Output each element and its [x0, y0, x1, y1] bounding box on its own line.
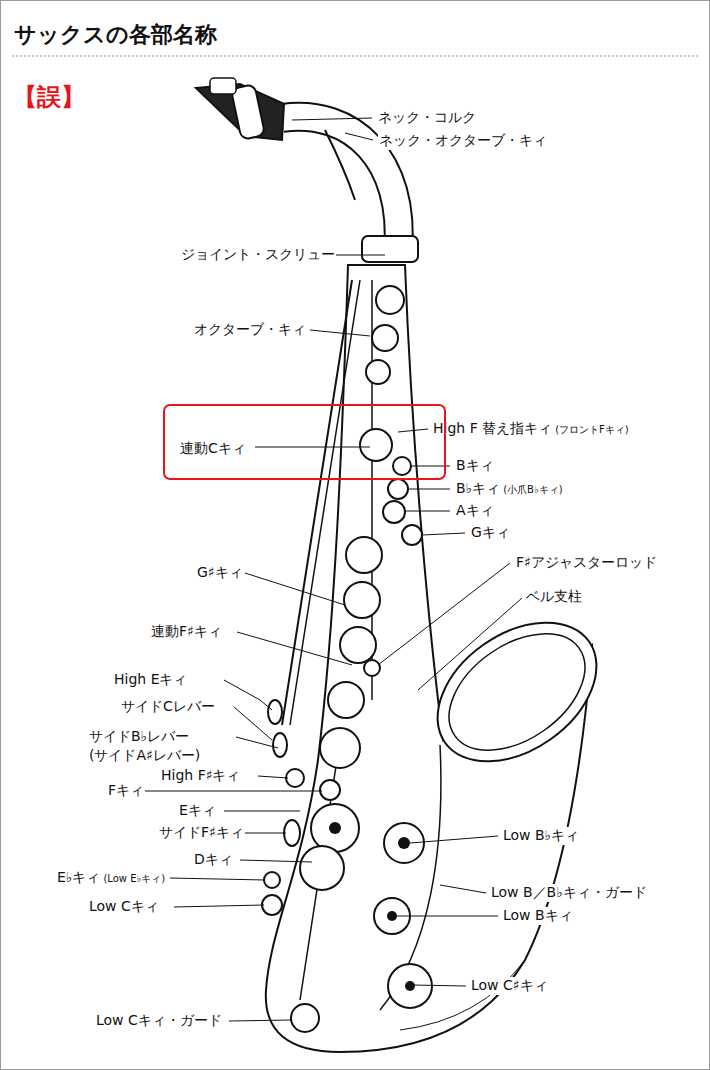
part-label: サイドB♭レバー: [88, 728, 190, 746]
part-label: サイドF♯キィ: [158, 824, 245, 842]
part-label: Fキィ: [107, 782, 145, 800]
part-label: Eキィ: [178, 802, 217, 820]
highlight-box: 連動Cキィ: [163, 404, 446, 480]
status-mark: 【誤】: [12, 82, 86, 112]
part-label: Low B／B♭キィ・ガード: [490, 884, 648, 902]
part-label: 連動F♯キィ: [150, 623, 223, 641]
part-label: Gキィ: [470, 524, 511, 542]
part-label: Bキィ: [455, 457, 495, 475]
part-label: 連動Cキィ: [179, 440, 247, 458]
part-label: G♯キィ: [196, 564, 244, 582]
part-label: High F 替え指キィ: [432, 420, 553, 438]
part-label: (Low E♭キィ): [102, 873, 166, 886]
part-label: ネック・コルク: [377, 109, 477, 127]
part-label: ジョイント・スクリュー: [180, 246, 336, 264]
part-label: オクターブ・キィ: [193, 321, 307, 339]
part-label: Aキィ: [455, 502, 495, 520]
part-label: High Eキィ: [113, 671, 188, 689]
part-label: High F♯キィ: [160, 767, 241, 785]
part-label: Low Cキィ: [88, 898, 160, 916]
part-label: F♯アジャスターロッド: [515, 554, 658, 572]
part-label: (サイドA♯レバー): [88, 747, 201, 765]
part-label: サイドCレバー: [120, 698, 216, 716]
part-label: (小爪B♭キィ): [502, 484, 563, 497]
part-label: E♭キィ: [56, 869, 101, 887]
part-label: ネック・オクターブ・キィ: [378, 132, 548, 150]
page-title: サックスの各部名称: [14, 22, 217, 48]
part-label: Low C♯キィ: [470, 977, 549, 995]
part-label: Dキィ: [193, 851, 234, 869]
part-label: ベル支柱: [525, 588, 583, 606]
part-label: (フロントFキィ): [554, 424, 630, 437]
part-label: Low Bキィ: [502, 907, 574, 925]
part-label: Low Cキィ・ガード: [95, 1012, 223, 1030]
part-label: B♭キィ: [455, 480, 501, 498]
part-label: Low B♭キィ: [502, 827, 580, 845]
